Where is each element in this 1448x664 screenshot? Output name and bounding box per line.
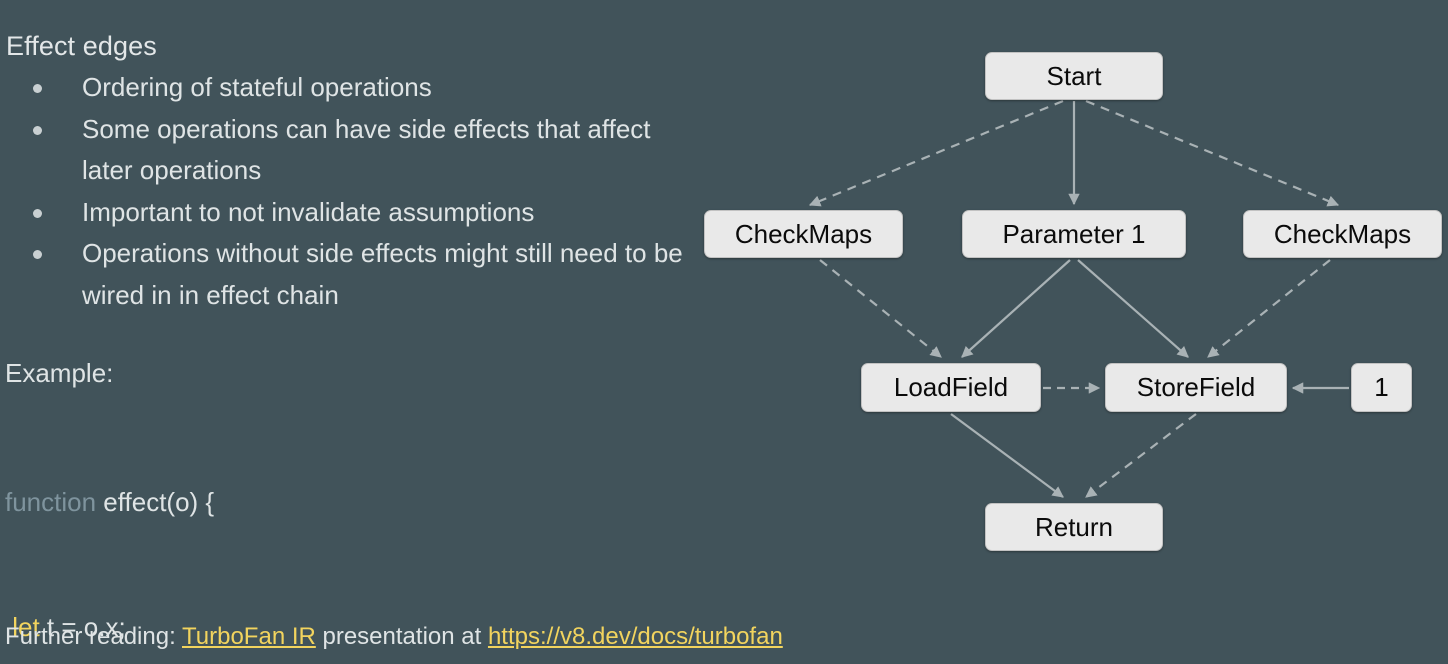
keyword-function: function: [5, 487, 97, 517]
turbofan-ir-link[interactable]: TurboFan IR: [182, 623, 316, 650]
code-line-2: let t = o.x;: [5, 607, 214, 649]
list-item: Ordering of stateful operations: [0, 67, 690, 109]
edge-start-checkmaps1: [808, 99, 1064, 207]
edge-storefield-return: [1085, 413, 1197, 498]
graph-node-label: LoadField: [893, 372, 1009, 402]
graph-node-label: Start: [1046, 60, 1102, 91]
graph-node-checkmaps-left[interactable]: CheckMaps: [704, 210, 903, 258]
page-title: Effect edges: [6, 31, 157, 61]
edge-start-checkmaps2: [1085, 99, 1340, 207]
graph-node-loadfield[interactable]: LoadField: [861, 363, 1041, 412]
graph-node-label: 1: [1374, 372, 1389, 402]
left-content-column: Effect edges Ordering of stateful operat…: [0, 0, 783, 664]
list-item: Operations without side effects might st…: [0, 233, 690, 316]
bullet-dot-icon: [33, 84, 42, 93]
list-item-label: Ordering of stateful operations: [82, 72, 432, 102]
list-item-label: Some operations can have side effects th…: [82, 113, 651, 186]
graph-node-label: Parameter 1: [1002, 218, 1146, 249]
turbofan-docs-url-link[interactable]: https://v8.dev/docs/turbofan: [487, 623, 783, 650]
bullet-dot-icon: [33, 125, 42, 135]
keyword-let: let: [12, 611, 40, 642]
list-item-label: Operations without side effects might st…: [82, 238, 683, 310]
edge-loadfield-return: [950, 413, 1064, 498]
bullet-dot-icon: [33, 208, 42, 218]
list-item-label: Important to not invalidate assumptions: [82, 196, 535, 227]
graph-node-label: CheckMaps: [734, 218, 873, 249]
edge-checkmaps2-storefield: [1207, 259, 1331, 358]
code-line-1: function effect(o) {: [5, 482, 214, 524]
footer-reading-line: Further reading: TurboFan IR presentatio…: [5, 623, 783, 651]
edge-parameter1-storefield: [1077, 259, 1189, 358]
graph-node-start[interactable]: Start: [985, 52, 1163, 100]
list-item: Important to not invalidate assumptions: [0, 192, 690, 234]
edge-parameter1-loadfield: [961, 259, 1071, 358]
code-text: effect(o) {: [96, 487, 215, 517]
graph-node-return[interactable]: Return: [985, 503, 1163, 551]
graph-node-constant-1[interactable]: 1: [1351, 363, 1412, 412]
graph-node-checkmaps-right[interactable]: CheckMaps: [1243, 210, 1442, 258]
footer-prefix: Further reading:: [5, 623, 182, 650]
edge-checkmaps1-loadfield: [819, 259, 942, 358]
graph-node-parameter-1[interactable]: Parameter 1: [962, 210, 1186, 258]
graph-node-storefield[interactable]: StoreField: [1105, 363, 1287, 412]
graph-node-label: Return: [1034, 511, 1114, 542]
code-text: t = o.x;: [39, 611, 126, 642]
code-block: function effect(o) { let t = o.x; o.x = …: [5, 399, 214, 664]
footer-middle: presentation at: [315, 623, 488, 650]
graph-node-label: StoreField: [1136, 372, 1256, 402]
graph-node-label: CheckMaps: [1273, 218, 1412, 249]
example-label: Example:: [5, 358, 114, 388]
bullet-list: Ordering of stateful operations Some ope…: [0, 67, 690, 316]
list-item: Some operations can have side effects th…: [0, 109, 690, 192]
bullet-dot-icon: [33, 250, 42, 259]
